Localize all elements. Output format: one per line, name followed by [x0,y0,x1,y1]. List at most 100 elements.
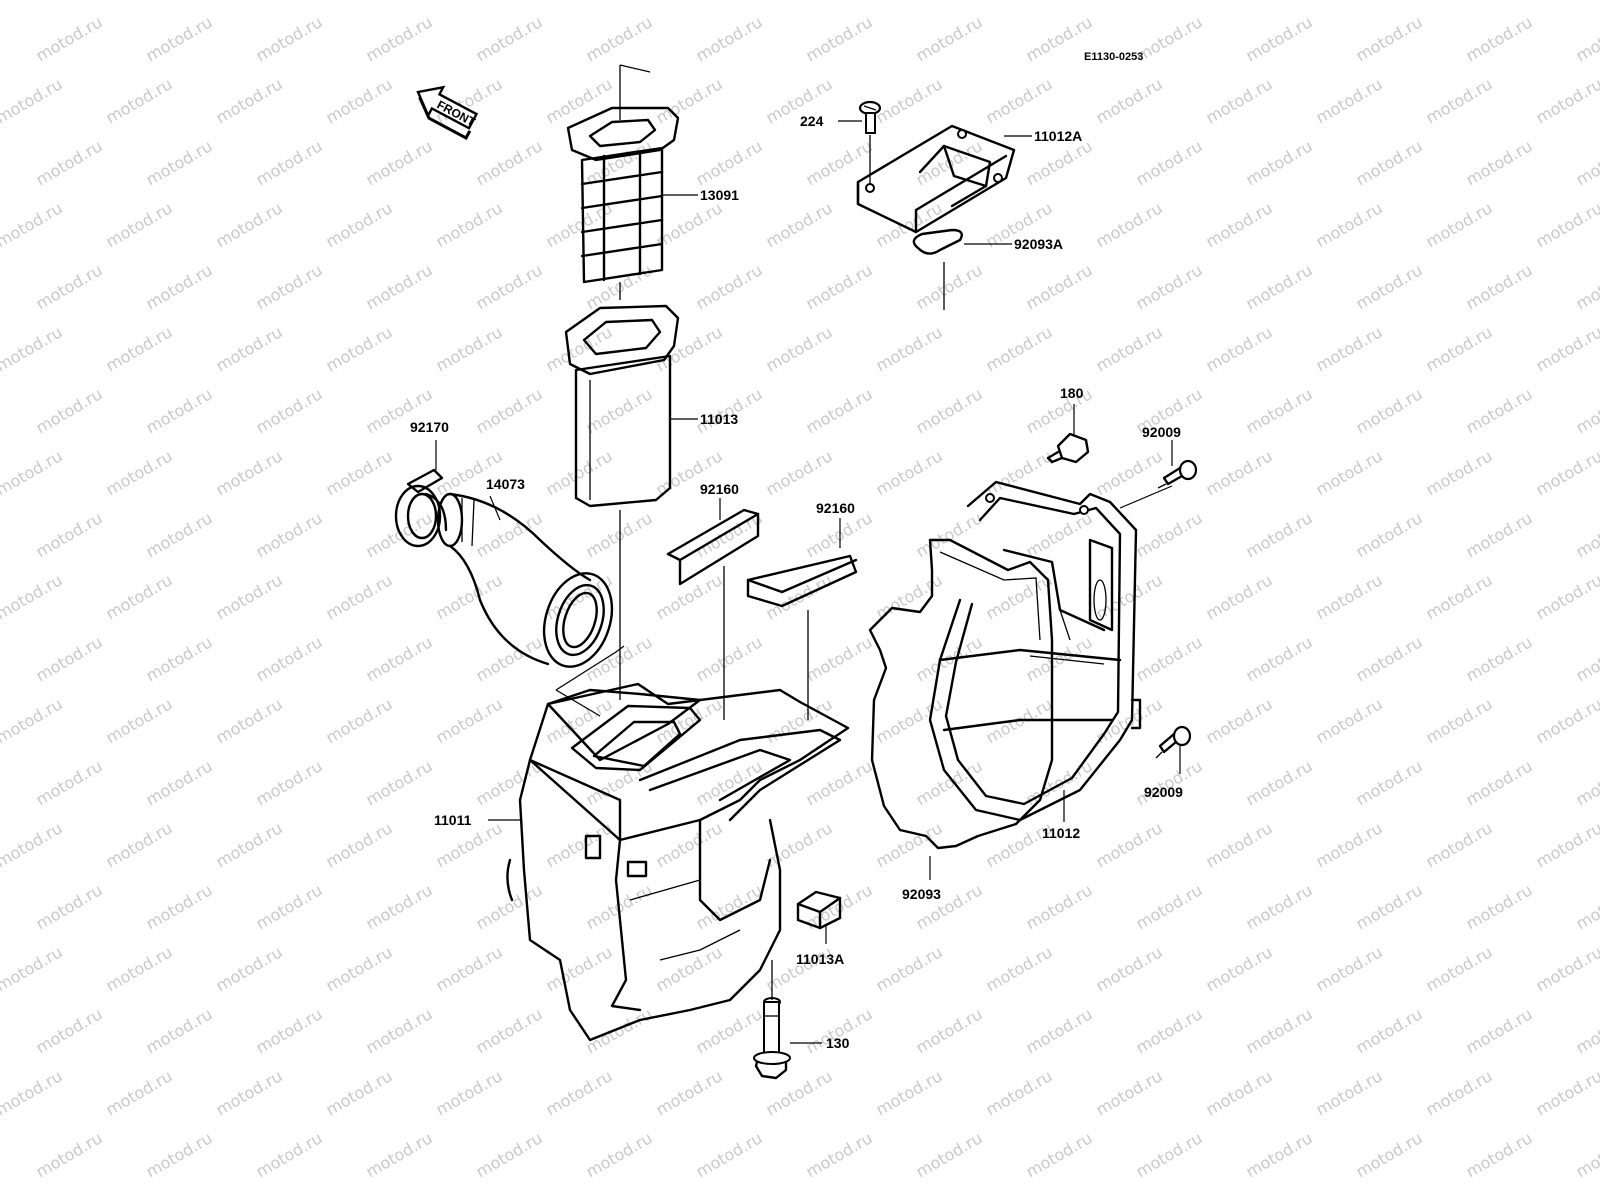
watermark-text: motod.ru [1573,1004,1600,1057]
watermark-text: motod.ru [1243,632,1316,685]
part-11012-cover [928,480,1142,822]
watermark-text: motod.ru [803,1128,876,1181]
watermark-text: motod.ru [983,0,1056,3]
watermark-text: motod.ru [1023,260,1096,313]
watermark-text: motod.ru [583,384,656,437]
watermark-text: motod.ru [1023,508,1096,561]
watermark-text: motod.ru [873,942,946,995]
watermark-text: motod.ru [803,260,876,313]
watermark-text: motod.ru [363,880,436,933]
watermark-text: motod.ru [1353,384,1426,437]
watermark-text: motod.ru [103,322,176,375]
watermark-text: motod.ru [1573,384,1600,437]
watermark-text: motod.ru [1133,508,1206,561]
watermark-text: motod.ru [213,942,286,995]
part-labels: 224 11012A 92093A 13091 11013 92170 1407… [410,113,1183,1051]
watermark-text: motod.ru [983,322,1056,375]
part-180-bolt [1046,432,1090,464]
watermark-text: motod.ru [1313,322,1386,375]
label-92160-a: 92160 [700,481,739,497]
watermark-text: motod.ru [693,1128,766,1181]
watermark-text: motod.ru [1423,818,1496,871]
watermark-text: motod.ru [1423,198,1496,251]
watermark-text: motod.ru [213,74,286,127]
watermark-text: motod.ru [103,0,176,3]
watermark-text: motod.ru [323,74,396,127]
watermark-text: motod.ru [143,756,216,809]
watermark-text: motod.ru [1203,818,1276,871]
label-92160-b: 92160 [816,500,855,516]
watermark-text: motod.ru [473,1128,546,1181]
watermark-text: motod.ru [1353,136,1426,189]
watermark-text: motod.ru [0,446,66,499]
watermark-text: motod.ru [1573,880,1600,933]
watermark-text: motod.ru [473,1004,546,1057]
watermark-text: motod.ru [983,446,1056,499]
watermark-text: motod.ru [323,570,396,623]
watermark-text: motod.ru [1423,446,1496,499]
watermark-text: motod.ru [433,1066,506,1119]
watermark-text: motod.ru [763,322,836,375]
watermark-text: motod.ru [143,136,216,189]
part-11012A-cover [856,124,1016,234]
watermark-text: motod.ru [1533,198,1600,251]
watermark-text: motod.ru [253,632,326,685]
label-14073: 14073 [486,476,525,492]
watermark-text: motod.ru [1023,1128,1096,1181]
watermark-text: motod.ru [473,260,546,313]
watermark-text: motod.ru [1093,942,1166,995]
watermark-text: motod.ru [1533,942,1600,995]
watermark-text: motod.ru [143,1128,216,1181]
watermark-text: motod.ru [1203,570,1276,623]
watermark-text: motod.ru [1423,74,1496,127]
label-13091: 13091 [700,187,739,203]
watermark-text: motod.ru [33,632,106,685]
label-11013: 11013 [700,411,738,427]
watermark-text: motod.ru [1463,508,1536,561]
watermark-text: motod.ru [1573,508,1600,561]
watermark-text: motod.ru [253,756,326,809]
watermark-text: motod.ru [1203,0,1276,3]
watermark-text: motod.ru [363,260,436,313]
watermark-text: motod.ru [1353,756,1426,809]
watermark-text: motod.ru [653,1066,726,1119]
watermark-text: motod.ru [1463,632,1536,685]
watermark-text: motod.ru [1463,260,1536,313]
watermark-text: motod.ru [213,818,286,871]
watermark-text: motod.ru [803,632,876,685]
watermark-text: motod.ru [693,136,766,189]
watermark-text: motod.ru [33,508,106,561]
watermark-text: motod.ru [253,136,326,189]
watermark-text: motod.ru [1133,1128,1206,1181]
watermark-text: motod.ru [1573,136,1600,189]
watermark-text: motod.ru [1573,12,1600,65]
watermark-text: motod.ru [1463,1128,1536,1181]
watermark-text: motod.ru [983,74,1056,127]
watermark-text: motod.ru [103,1066,176,1119]
watermark-text: motod.ru [1243,880,1316,933]
watermark-text: motod.ru [0,74,66,127]
watermark-text: motod.ru [143,508,216,561]
watermark-text: motod.ru [1243,136,1316,189]
watermark-text: motod.ru [1313,198,1386,251]
watermark-text: motod.ru [803,756,876,809]
label-130: 130 [826,1035,850,1051]
watermark-text: motod.ru [1093,322,1166,375]
watermark-text: motod.ru [1533,818,1600,871]
watermark-text: motod.ru [1463,880,1536,933]
watermark-text: motod.ru [473,136,546,189]
watermark-text: motod.ru [323,694,396,747]
watermark-text: motod.ru [103,74,176,127]
watermark-text: motod.ru [103,942,176,995]
watermark-text: motod.ru [213,446,286,499]
watermark-text: motod.ru [253,12,326,65]
watermark-text: motod.ru [1463,12,1536,65]
watermark-text: motod.ru [1133,880,1206,933]
part-224-screw [858,100,882,185]
watermark-text: motod.ru [583,12,656,65]
watermark-text: motod.ru [543,942,616,995]
watermark-text: motod.ru [1353,1128,1426,1181]
watermark-text: motod.ru [543,74,616,127]
label-92009-upper: 92009 [1142,424,1181,440]
